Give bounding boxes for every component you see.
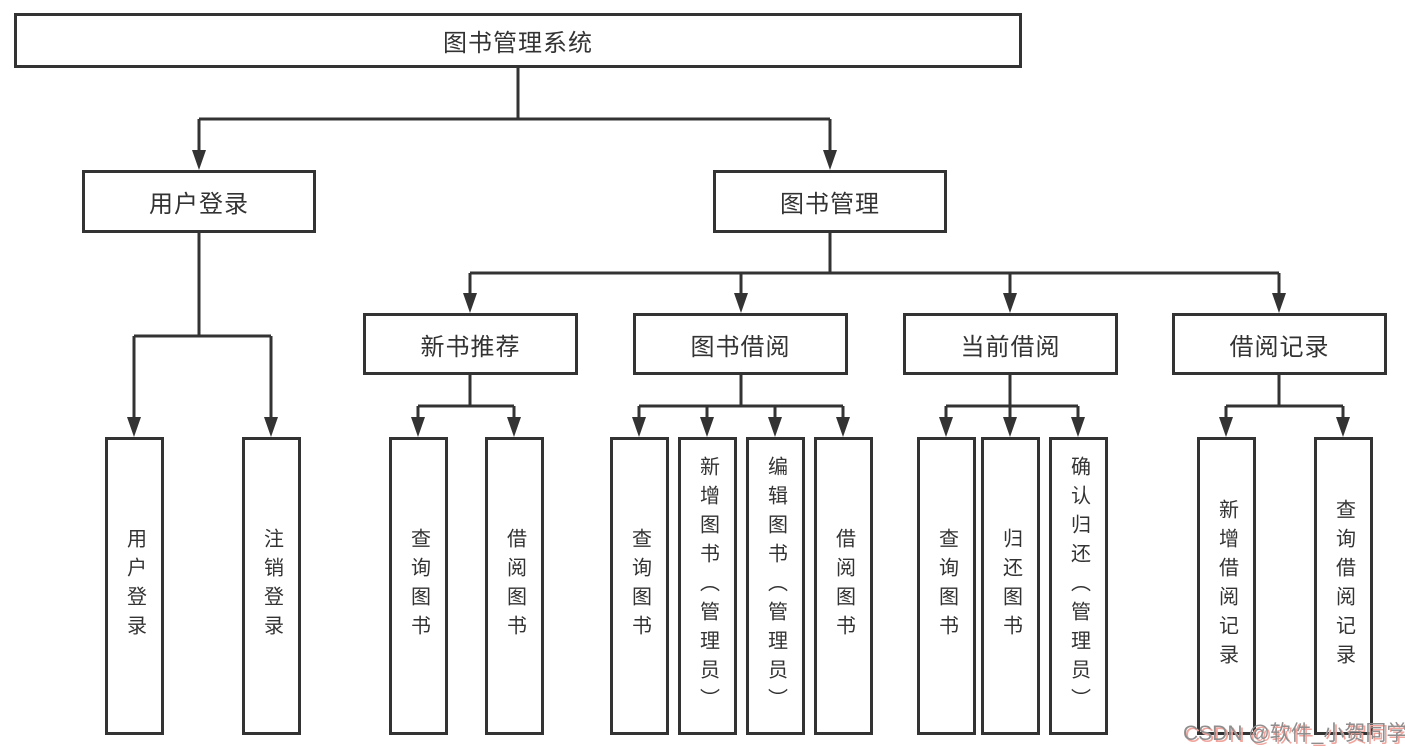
node-label: 借阅图书 (503, 528, 526, 644)
node-label: 借阅记录 (1229, 333, 1330, 361)
csdn-watermark: CSDN @软件_小贺同学 (1183, 722, 1405, 745)
node-leaf-return-books: 归还图书 (981, 437, 1040, 735)
node-leaf-query-books-current: 查询图书 (917, 437, 976, 735)
node-leaf-confirm-return-admin: 确认归还（管理员） (1049, 437, 1108, 735)
node-label: 注销登录 (260, 528, 283, 644)
node-label: 查询图书 (935, 528, 958, 644)
node-leaf-borrow-books-rec: 借阅图书 (485, 437, 544, 735)
node-current-borrowing: 当前借阅 (903, 313, 1118, 375)
node-leaf-query-books-borrow: 查询图书 (610, 437, 669, 735)
node-label: 查询图书 (407, 528, 430, 644)
node-label: 编辑图书（管理员） (764, 455, 787, 717)
node-label: 图书借阅 (690, 333, 791, 361)
node-label: 确认归还（管理员） (1067, 455, 1090, 717)
node-library-management-system: 图书管理系统 (14, 13, 1022, 68)
node-label: 查询图书 (628, 528, 651, 644)
node-label: 新书推荐 (420, 333, 521, 361)
node-label: 查询借阅记录 (1332, 499, 1355, 673)
node-book-borrowing: 图书借阅 (633, 313, 848, 375)
node-leaf-add-books-admin: 新增图书（管理员） (678, 437, 737, 735)
node-user-login: 用户登录 (82, 170, 316, 233)
node-label: 新增借阅记录 (1215, 499, 1238, 673)
node-leaf-query-borrow-record: 查询借阅记录 (1314, 437, 1373, 735)
node-label: 借阅图书 (832, 528, 855, 644)
node-leaf-user-login: 用户登录 (105, 437, 164, 735)
node-label: 归还图书 (999, 528, 1022, 644)
node-borrowing-records: 借阅记录 (1172, 313, 1387, 375)
node-label: 图书管理 (780, 191, 880, 218)
node-leaf-logout: 注销登录 (242, 437, 301, 735)
node-leaf-query-books-rec: 查询图书 (389, 437, 448, 735)
node-label: 图书管理系统 (443, 30, 593, 57)
node-label: 当前借阅 (960, 333, 1061, 361)
node-book-management: 图书管理 (713, 170, 947, 233)
node-label: 用户登录 (149, 191, 249, 218)
node-leaf-add-borrow-record: 新增借阅记录 (1197, 437, 1256, 735)
node-new-book-recommendation: 新书推荐 (363, 313, 578, 375)
node-label: 新增图书（管理员） (696, 455, 719, 717)
node-label: 用户登录 (123, 528, 146, 644)
node-leaf-edit-books-admin: 编辑图书（管理员） (746, 437, 805, 735)
node-leaf-borrow-books: 借阅图书 (814, 437, 873, 735)
